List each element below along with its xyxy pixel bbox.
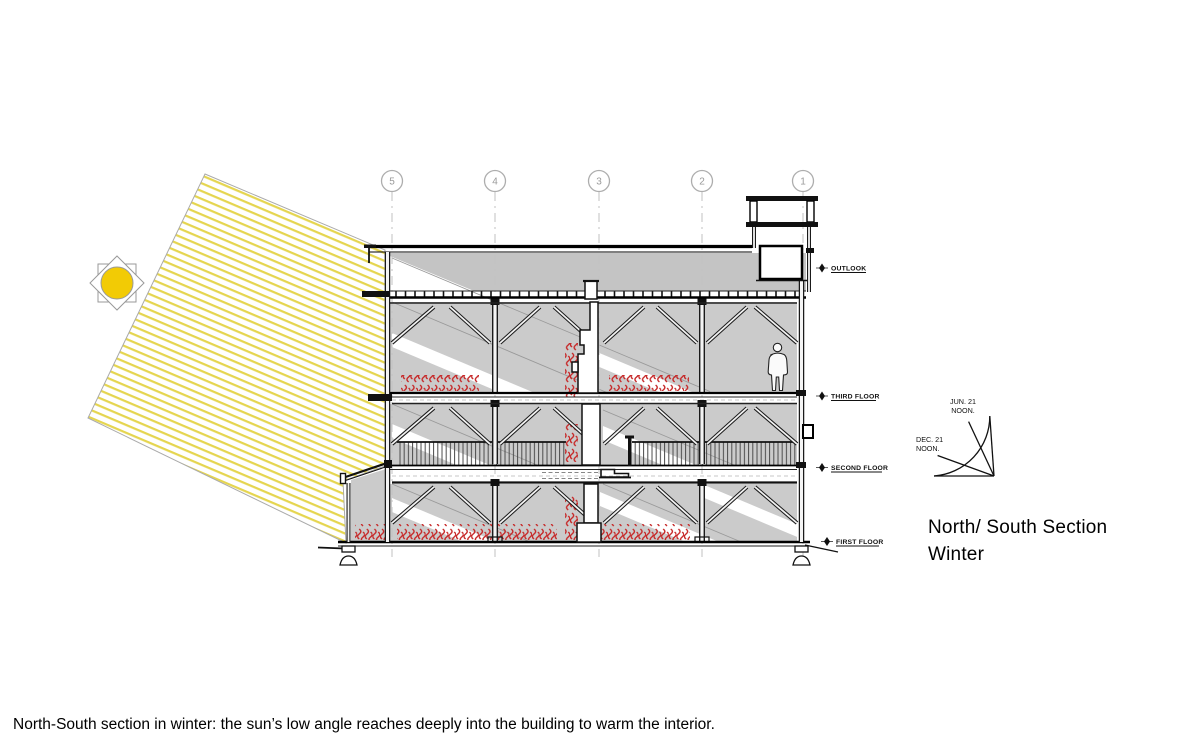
winter-solstice-label: DEC. 21 xyxy=(916,435,943,444)
knee-braces xyxy=(390,305,799,525)
grid-bubble-4: 4 xyxy=(492,177,498,188)
grid-bubble-3: 3 xyxy=(596,177,602,188)
grid-bubbles: 5 4 3 2 1 xyxy=(380,169,815,193)
level-marker-first-floor: FIRST FLOOR xyxy=(821,537,884,547)
summer-solstice-label-2: NOON. xyxy=(951,406,975,415)
second-floor-railings xyxy=(397,441,797,466)
stair-hidden-lines xyxy=(542,472,600,479)
level-marker-outlook: OUTLOOK xyxy=(816,263,866,273)
caption: North-South section in winter: the sun’s… xyxy=(13,716,715,733)
grid-bubble-1: 1 xyxy=(800,177,806,188)
person-figure xyxy=(767,342,789,392)
level-label-second-floor: SECOND FLOOR xyxy=(831,465,888,472)
sun-icon xyxy=(89,255,145,311)
drawing-title-line2: Winter xyxy=(928,544,985,565)
winter-solstice-label-2: NOON. xyxy=(916,444,940,453)
sun-angle-labels: JUN. 21 NOON. DEC. 21 NOON. xyxy=(916,397,976,453)
chimney xyxy=(571,279,602,543)
outlook-tower xyxy=(746,196,818,292)
level-label-third-floor: THIRD FLOOR xyxy=(831,394,880,401)
heat-waves xyxy=(355,343,690,540)
hidden-lines xyxy=(392,399,797,477)
level-marker-second-floor: SECOND FLOOR xyxy=(816,463,888,473)
level-label-outlook: OUTLOOK xyxy=(831,266,866,273)
sun-angle-diagram xyxy=(933,416,995,477)
stair-steps xyxy=(599,435,634,479)
level-marker-third-floor: THIRD FLOOR xyxy=(816,391,880,401)
entry-shed xyxy=(339,460,392,542)
drawing-title-line1: North/ South Section xyxy=(928,517,1108,538)
level-markers: OUTLOOK THIRD FLOOR SECOND FLOOR FIRST F… xyxy=(816,263,888,547)
grid-bubble-5: 5 xyxy=(389,177,395,188)
joist-ticks xyxy=(395,291,796,297)
footings xyxy=(317,544,839,566)
walls xyxy=(362,252,814,542)
grid-bubble-2: 2 xyxy=(699,177,705,188)
summer-solstice-label: JUN. 21 xyxy=(950,397,976,406)
level-label-first-floor: FIRST FLOOR xyxy=(836,539,884,546)
sun-rays-band xyxy=(87,173,386,544)
drawing-title: North/ South Section Winter xyxy=(928,514,1107,568)
